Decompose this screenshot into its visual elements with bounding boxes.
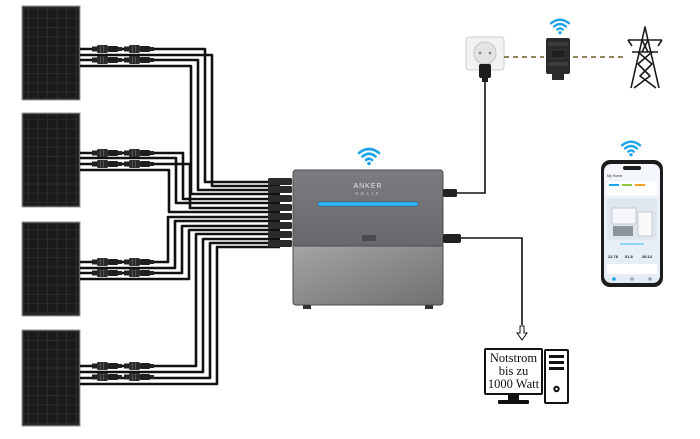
pv-cables	[80, 47, 280, 386]
down-arrow-icon	[516, 325, 528, 341]
smart-meter-icon	[546, 38, 570, 80]
computer-icon	[484, 348, 569, 404]
wifi-icon	[620, 140, 642, 157]
wifi-icon	[357, 147, 381, 166]
solar-panel-icon	[21, 5, 81, 101]
wifi-icon	[549, 18, 571, 35]
device-sub-brand: SOLIX	[355, 191, 381, 196]
mc4-connectors	[92, 45, 154, 381]
smartphone-icon: My Home 22.78 61.8 28.14	[601, 160, 663, 287]
device-input-connectors	[268, 178, 292, 247]
phone-header: My Home	[607, 174, 622, 178]
solar-panel-icon	[21, 221, 81, 317]
output-cables	[455, 80, 523, 325]
power-socket-icon	[465, 36, 505, 82]
backup-label-line-1: Notstrom	[490, 351, 538, 365]
power-pylon-icon	[627, 26, 663, 89]
anker-solix-device: ANKER SOLIX	[292, 169, 444, 309]
phone-stat-2: 61.8	[625, 254, 634, 259]
phone-stat-1: 22.78	[608, 254, 619, 259]
solar-panel-icon	[21, 329, 81, 427]
phone-stat-3: 28.14	[642, 254, 653, 259]
solar-panel-icon	[21, 112, 81, 208]
backup-label-line-3: 1000 Watt	[488, 377, 540, 391]
device-brand: ANKER	[353, 183, 382, 190]
grid-plug	[443, 189, 457, 197]
backup-plug	[443, 234, 461, 243]
backup-label-line-2: bis zu	[499, 364, 529, 378]
